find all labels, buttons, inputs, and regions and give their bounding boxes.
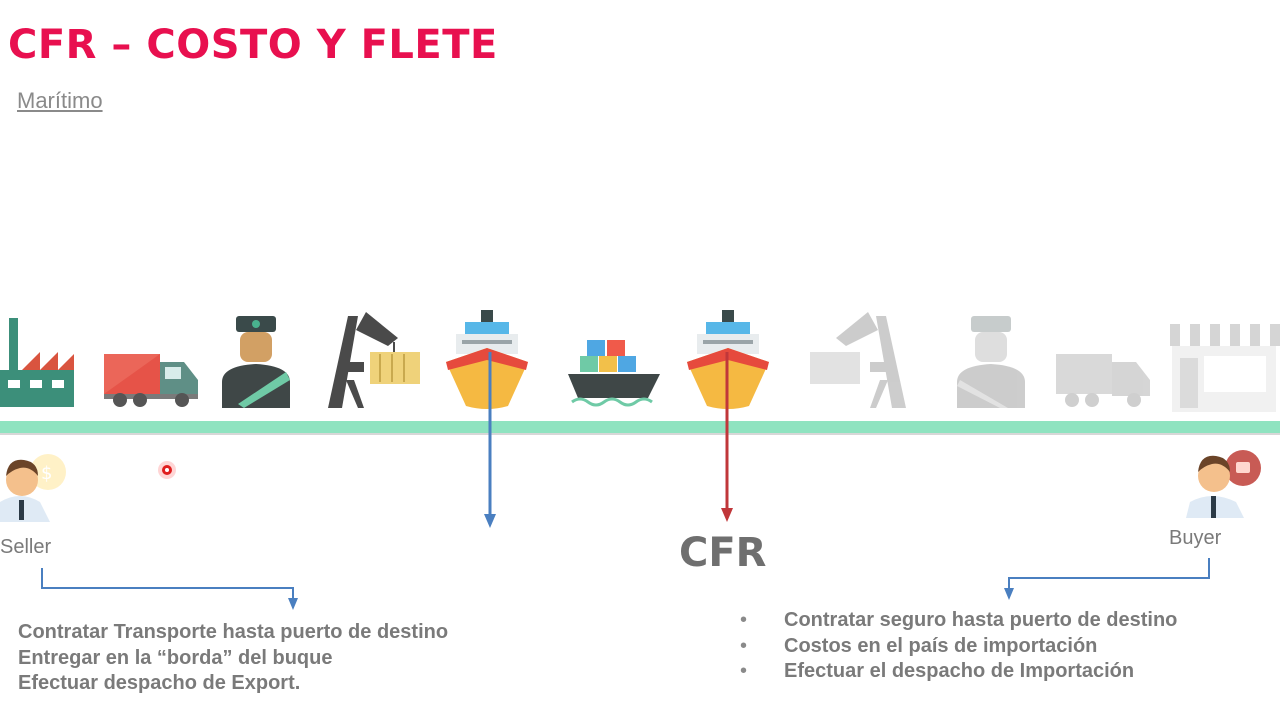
seller-label: Seller bbox=[0, 536, 52, 558]
port-crane-icon bbox=[810, 312, 906, 408]
svg-text:$: $ bbox=[41, 463, 52, 484]
list-item: Contratar seguro hasta puerto de destino bbox=[740, 608, 1177, 634]
slide-subtitle: Marítimo bbox=[17, 88, 103, 113]
timeline-bar bbox=[0, 421, 1280, 433]
cfr-label: CFR bbox=[679, 530, 767, 576]
factory-icon bbox=[0, 318, 74, 407]
seller-risk-arrow bbox=[484, 352, 496, 528]
list-item: Efectuar despacho de Export. bbox=[18, 672, 301, 694]
store-icon bbox=[1170, 324, 1280, 412]
seller-obligations-list: Contratar Transporte hasta puerto de des… bbox=[18, 620, 448, 697]
cost-transfer-arrow bbox=[721, 352, 733, 522]
seller-bracket-arrow bbox=[41, 568, 298, 610]
list-item: Entregar en la “borda” del buque bbox=[18, 646, 333, 669]
list-item: Costos en el país de importación bbox=[740, 634, 1177, 660]
list-item: Contratar Transporte hasta puerto de des… bbox=[18, 621, 449, 643]
seller-avatar: $ bbox=[0, 454, 66, 522]
truck-icon bbox=[1056, 354, 1150, 407]
customs-officer-icon bbox=[222, 316, 290, 408]
truck-icon bbox=[104, 354, 198, 407]
buyer-label: Buyer bbox=[1169, 527, 1222, 549]
pointer-dot bbox=[158, 461, 176, 479]
customs-officer-icon bbox=[957, 316, 1025, 408]
slide-title: CFR – COSTO Y FLETE bbox=[8, 22, 498, 68]
ship-icon bbox=[446, 310, 528, 409]
buyer-avatar bbox=[1186, 450, 1261, 518]
buyer-obligations-list: Contratar seguro hasta puerto de destino… bbox=[740, 608, 1177, 685]
list-item: Efectuar el despacho de Importación bbox=[740, 659, 1177, 685]
cargo-ship-icon bbox=[568, 340, 660, 407]
port-crane-icon bbox=[328, 312, 420, 408]
buyer-bracket-arrow bbox=[1004, 558, 1210, 600]
